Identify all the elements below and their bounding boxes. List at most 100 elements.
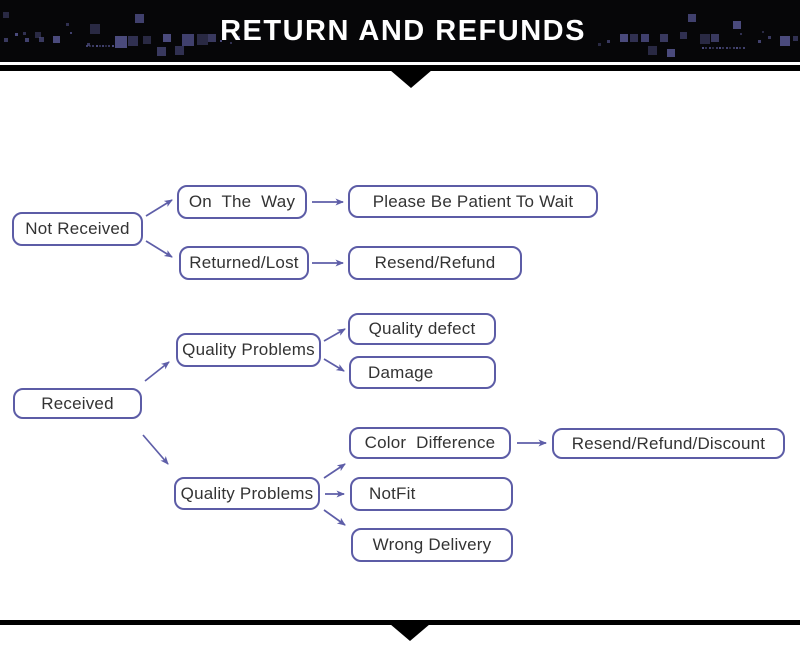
node-label: Received xyxy=(41,393,114,413)
pixel-square xyxy=(758,40,761,43)
pixel-square xyxy=(740,33,742,35)
node-color-difference: Color Difference xyxy=(349,427,511,459)
node-please-wait: Please Be Patient To Wait xyxy=(348,185,598,218)
pixel-square xyxy=(733,21,741,29)
pixel-square xyxy=(680,32,687,39)
pixel-square xyxy=(712,47,715,49)
node-label: Damage xyxy=(368,362,434,382)
pixel-square xyxy=(111,45,114,47)
pixel-square xyxy=(3,12,9,18)
pixel-square xyxy=(607,40,610,43)
node-quality-defect: Quality defect xyxy=(348,313,496,345)
pixel-square xyxy=(719,47,721,49)
arrow-not-received-to-on-the-way xyxy=(145,199,173,217)
pixel-square xyxy=(667,49,675,57)
banner: RETURN AND REFUNDS xyxy=(0,0,800,62)
arrow-quality-problems-2-to-color-difference xyxy=(323,463,346,479)
node-wrong-delivery: Wrong Delivery xyxy=(351,528,513,562)
pixel-square xyxy=(793,36,798,41)
node-label: On The Way xyxy=(188,192,296,211)
top-divider-bar xyxy=(0,65,800,71)
node-resend-refund: Resend/Refund xyxy=(348,246,522,280)
node-label: Quality defect xyxy=(368,319,476,338)
pixel-square xyxy=(768,36,771,39)
node-label: Quality Problems xyxy=(182,340,315,359)
pixel-square xyxy=(620,34,628,42)
pixel-square xyxy=(92,45,95,47)
pixel-square xyxy=(220,40,222,42)
pixel-square xyxy=(688,14,696,22)
pixel-square xyxy=(702,47,704,49)
node-resend-refund-discount: Resend/Refund/Discount xyxy=(552,428,785,459)
node-quality-problems-1: Quality Problems xyxy=(176,333,321,367)
pixel-square xyxy=(114,45,117,47)
pixel-square xyxy=(598,43,601,46)
pixel-square xyxy=(762,31,764,33)
pixel-square xyxy=(732,47,735,49)
pixel-square xyxy=(25,38,29,42)
pixel-square xyxy=(105,45,108,47)
pixel-square xyxy=(715,47,718,49)
bottom-divider-bar xyxy=(0,620,800,625)
node-quality-problems-2: Quality Problems xyxy=(174,477,320,510)
pixel-square xyxy=(780,36,790,46)
node-returned-lost: Returned/Lost xyxy=(179,246,309,280)
node-notfit: NotFit xyxy=(350,477,513,511)
pixel-square xyxy=(648,46,657,55)
node-label: Please Be Patient To Wait xyxy=(372,191,574,211)
arrow-quality-problems-2-to-wrong-delivery xyxy=(323,509,346,526)
arrow-not-received-to-returned-lost xyxy=(145,240,173,258)
pixel-square xyxy=(15,33,18,36)
pixel-square xyxy=(197,34,208,45)
pixel-square xyxy=(700,34,710,44)
pixel-square xyxy=(742,47,745,49)
pixel-square xyxy=(70,32,72,34)
arrow-received-to-quality-problems-1 xyxy=(144,361,170,382)
pixel-square xyxy=(124,45,127,47)
node-on-the-way: On The Way xyxy=(177,185,307,219)
pixel-square xyxy=(89,45,92,47)
pixel-square xyxy=(722,47,725,49)
pixel-square xyxy=(739,47,742,49)
node-label: Wrong Delivery xyxy=(372,535,492,554)
pixel-square xyxy=(182,34,194,46)
pixel-square xyxy=(630,34,638,42)
pixel-square xyxy=(729,47,732,49)
pixel-square xyxy=(66,23,69,26)
node-label: Not Received xyxy=(25,219,130,238)
pixel-square xyxy=(208,34,216,42)
pixel-square xyxy=(87,43,90,46)
pixel-square xyxy=(237,36,240,39)
pixel-square xyxy=(95,45,98,47)
pixel-square xyxy=(725,47,728,49)
node-received: Received xyxy=(13,388,142,419)
arrow-quality-problems-1-to-quality-defect xyxy=(323,328,346,342)
pixel-square xyxy=(118,45,120,47)
pixel-square xyxy=(163,34,171,42)
arrow-quality-problems-1-to-damage xyxy=(323,358,345,372)
pixel-square xyxy=(175,46,184,55)
arrow-received-to-quality-problems-2 xyxy=(142,434,169,465)
top-down-triangle-icon xyxy=(390,70,432,88)
pixel-square xyxy=(641,34,649,42)
pixel-square xyxy=(711,34,719,42)
pixel-square xyxy=(660,34,668,42)
pixel-square xyxy=(157,47,166,56)
node-label: Color Difference xyxy=(364,433,496,452)
node-damage: Damage xyxy=(349,356,496,389)
pixel-square xyxy=(128,36,138,46)
pixel-square xyxy=(90,24,100,34)
pixel-square xyxy=(143,36,151,44)
bottom-down-triangle-icon xyxy=(390,624,430,641)
banner-title: RETURN AND REFUNDS xyxy=(220,14,586,47)
pixel-square xyxy=(23,32,26,35)
pixel-square xyxy=(708,47,711,49)
pixel-square xyxy=(736,47,738,49)
pixel-square xyxy=(108,45,111,47)
pixel-square xyxy=(121,45,124,47)
node-label: NotFit xyxy=(369,484,416,503)
node-label: Resend/Refund/Discount xyxy=(571,433,766,453)
pixel-square xyxy=(86,45,88,47)
node-label: Resend/Refund xyxy=(374,253,496,272)
